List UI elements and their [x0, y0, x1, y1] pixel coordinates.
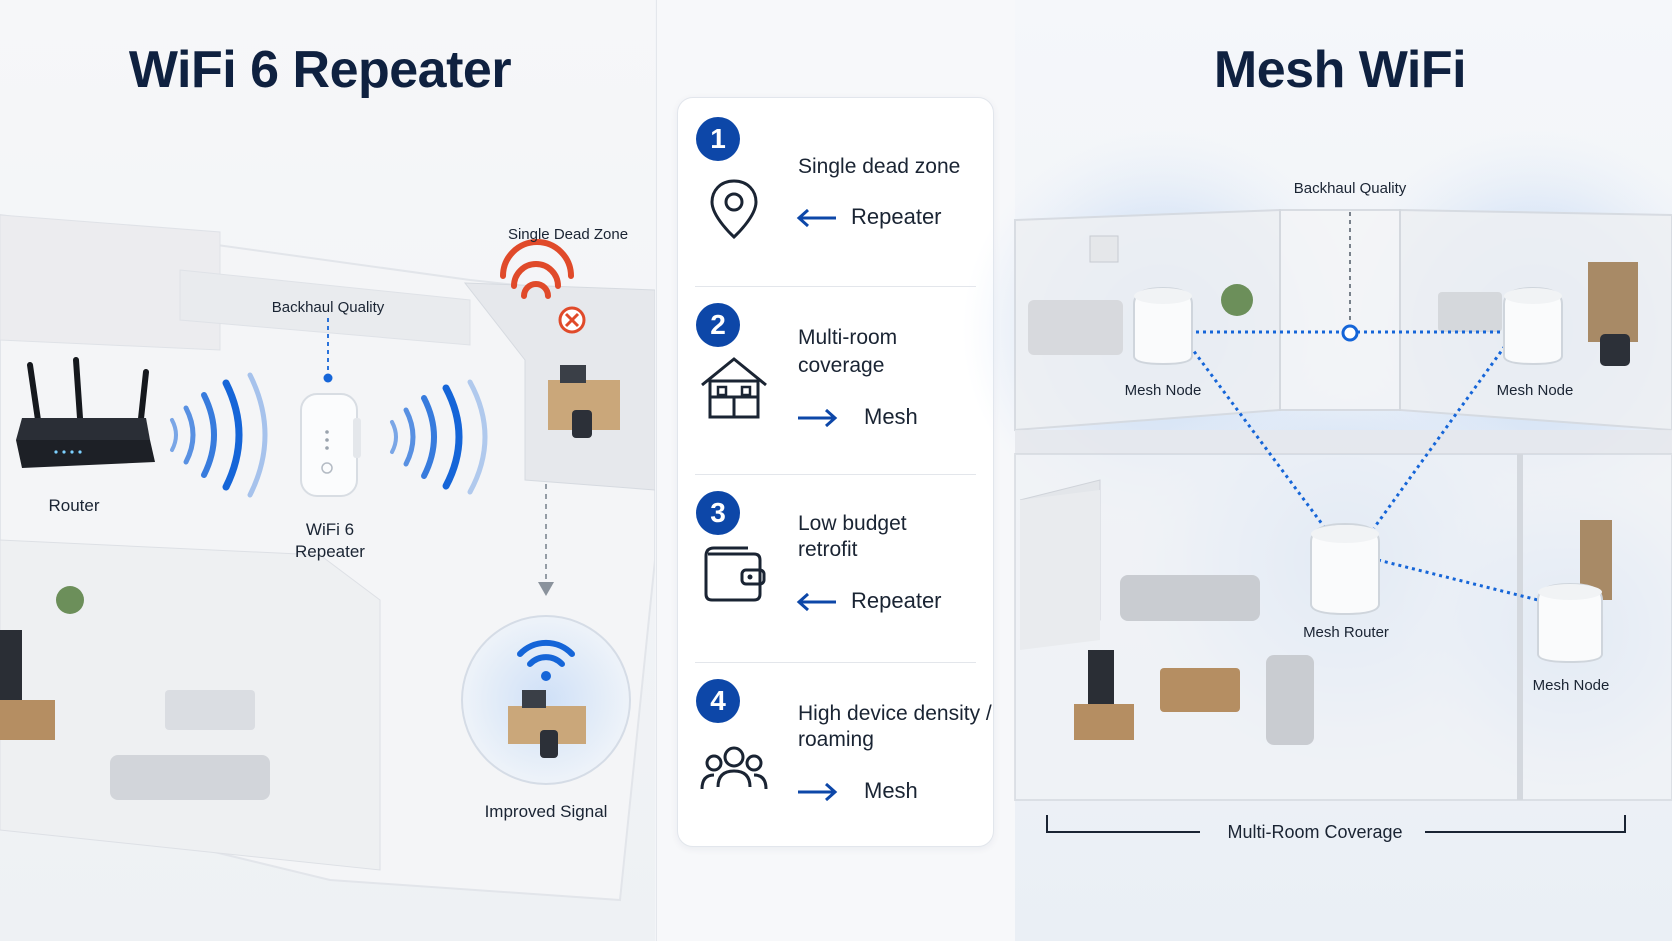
row-2-result: Mesh [864, 404, 918, 429]
guide-row-2: 2 Multi-room coverage Mesh [678, 286, 993, 473]
repeater-floorplan-illustration [0, 213, 655, 902]
location-pin-icon [710, 179, 758, 240]
mesh-node-label: Mesh Node [1532, 677, 1610, 694]
improved-signal-label: Improved Signal [484, 802, 608, 821]
router-signal-waves [170, 372, 268, 498]
guide-row-4: 4 High device density / roaming Mesh [678, 662, 993, 849]
improved-signal-bubble [461, 615, 631, 785]
coffee-table [165, 690, 255, 730]
row-divider [695, 662, 976, 663]
mesh-router-label: Mesh Router [1303, 624, 1389, 641]
dead-zone-chair [572, 410, 592, 438]
multi-room-coverage-label: Multi-Room Coverage [1227, 822, 1403, 842]
right-arrow-icon [798, 408, 838, 428]
mesh-panel [1015, 0, 1672, 941]
dead-zone-label: Single Dead Zone [507, 226, 629, 243]
number-badge-2: 2 [696, 303, 740, 347]
decision-guide-card: 1 Single dead zone Repeater 2 Multi-room… [677, 97, 994, 847]
row-3-result: Repeater [851, 588, 942, 613]
mesh-backhaul-label: Backhaul Quality [1293, 180, 1407, 197]
router-label: Router [48, 496, 100, 515]
hall-wall [179, 269, 471, 346]
row-divider [695, 474, 976, 475]
wallet-icon [704, 546, 766, 602]
plant [56, 586, 84, 614]
row-1-result: Repeater [851, 204, 942, 229]
repeater-device [300, 393, 361, 497]
mesh-node-label: Mesh Node [1496, 382, 1574, 399]
number-badge-1: 1 [696, 117, 740, 161]
repeater-title: WiFi 6 Repeater [128, 41, 512, 99]
repeater-backhaul-label: Backhaul Quality [271, 299, 385, 316]
upper-room-wall [0, 214, 221, 351]
left-arrow-icon [796, 208, 836, 228]
repeater-signal-waves [390, 379, 488, 495]
tv-stand [0, 700, 55, 740]
number-badge-4: 4 [696, 679, 740, 723]
row-2-condition-line2: coverage [798, 354, 885, 377]
backhaul-dot [323, 373, 333, 383]
row-4-condition-line1: High device density / [798, 702, 992, 725]
router-device [16, 357, 155, 468]
number-badge-3: 3 [696, 491, 740, 535]
row-4-result: Mesh [864, 778, 918, 803]
mesh-title: Mesh WiFi [1213, 41, 1467, 99]
repeater-label-line2: Repeater [295, 542, 365, 561]
row-3-condition-line1: Low budget [798, 512, 907, 535]
tv [0, 630, 22, 710]
row-4-condition-line2: roaming [798, 728, 874, 751]
house-icon [701, 357, 767, 419]
row-1-condition: Single dead zone [798, 155, 961, 178]
sofa [110, 755, 270, 800]
row-2-condition-line1: Multi-room [798, 326, 898, 349]
row-3-condition-line2: retrofit [798, 538, 858, 561]
no-signal-x-icon [558, 306, 586, 334]
dead-zone-signal-icon [500, 239, 574, 299]
guide-row-3: 3 Low budget retrofit Repeater [678, 474, 993, 661]
repeater-label-line1: WiFi 6 [305, 520, 355, 539]
dead-zone-monitor [560, 365, 586, 383]
right-arrow-icon [798, 782, 838, 802]
improvement-arrow-head [538, 582, 554, 596]
guide-row-1: 1 Single dead zone Repeater [678, 98, 993, 285]
mesh-node-label: Mesh Node [1124, 382, 1202, 399]
people-icon [700, 746, 768, 790]
row-divider [695, 286, 976, 287]
left-arrow-icon [796, 592, 836, 612]
